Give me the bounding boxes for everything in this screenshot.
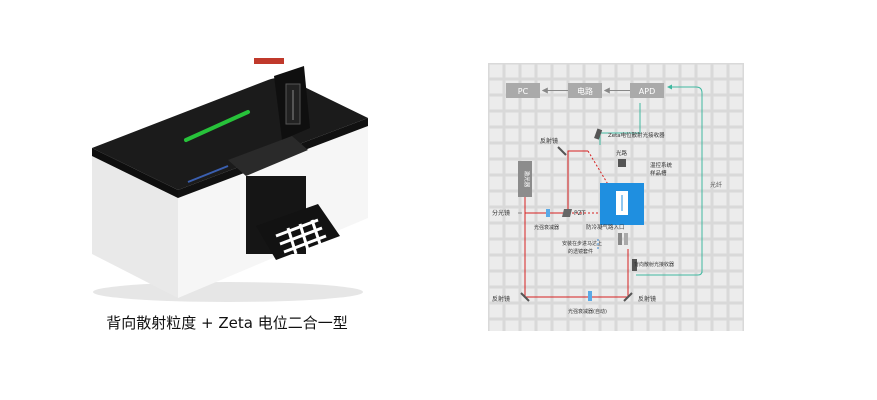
- backscatter-receiver-label: 背向散射光接收器: [634, 261, 674, 268]
- mirror-bottom-right: [623, 292, 633, 302]
- product-caption: 背向散射粒度 + Zeta 电位二合一型: [106, 314, 348, 332]
- product-photo: [78, 40, 388, 310]
- pc-box: PC: [506, 83, 540, 98]
- fiber-line-right: [667, 84, 703, 273]
- light-path-label: 光路: [616, 149, 628, 157]
- mirror-bottom-left: [520, 292, 530, 302]
- temp-system-label: 温控系统: [650, 161, 673, 169]
- backscatter-receiver-icon: [632, 259, 637, 271]
- sample-cell-label: 样品槽: [650, 169, 667, 177]
- pzt-label: PZT: [574, 210, 586, 217]
- circuit-box: 电路: [568, 83, 602, 98]
- auto-attenuator-label: 光强衰减器(自动): [568, 308, 607, 315]
- optical-diagram: PC 电路 APD 光纤 激光器 反射: [488, 63, 744, 331]
- circuit-label: 电路: [577, 86, 593, 96]
- lens-on-motor-label: 安装在步进马达上: [562, 240, 602, 247]
- instrument-illustration: [92, 58, 368, 302]
- attenuator-label: 光强衰减器: [534, 224, 559, 231]
- lens-on-motor-label-2: 的透镜套件: [568, 248, 593, 255]
- fiber-line-bottom: [636, 270, 703, 276]
- mirror-bottom-right-label: 反射镜: [638, 295, 656, 303]
- attenuator-icon: [546, 209, 550, 217]
- anti-condense-label: 防冷凝气路入口: [586, 223, 625, 231]
- fiber-line-zeta: [599, 103, 641, 145]
- zeta-receiver-label: Zeta电位散射光接收器: [608, 131, 665, 139]
- lens-set-1: [618, 233, 622, 245]
- apd-label: APD: [639, 87, 655, 96]
- fiber-label: 光纤: [710, 181, 722, 189]
- laser-label: 激光器: [523, 171, 531, 188]
- pc-label: PC: [518, 87, 529, 96]
- lens-set-2: [624, 233, 628, 245]
- mirror-top-label: 反射镜: [540, 137, 558, 145]
- zeta-receiver-icon: [594, 128, 603, 140]
- light-path-block: [618, 159, 626, 167]
- optical-diagram-svg: PC 电路 APD 光纤 激光器 反射: [488, 63, 744, 331]
- mirror-bottom-left-label: 反射镜: [492, 295, 510, 303]
- sample-cell: [600, 183, 644, 225]
- mirror-top: [557, 146, 567, 156]
- splitter-label: 分光镜: [492, 209, 510, 217]
- laser-box: 激光器: [518, 161, 532, 197]
- apd-box: APD: [630, 83, 664, 98]
- pzt-icon: [562, 209, 572, 217]
- auto-attenuator-icon: [588, 291, 592, 301]
